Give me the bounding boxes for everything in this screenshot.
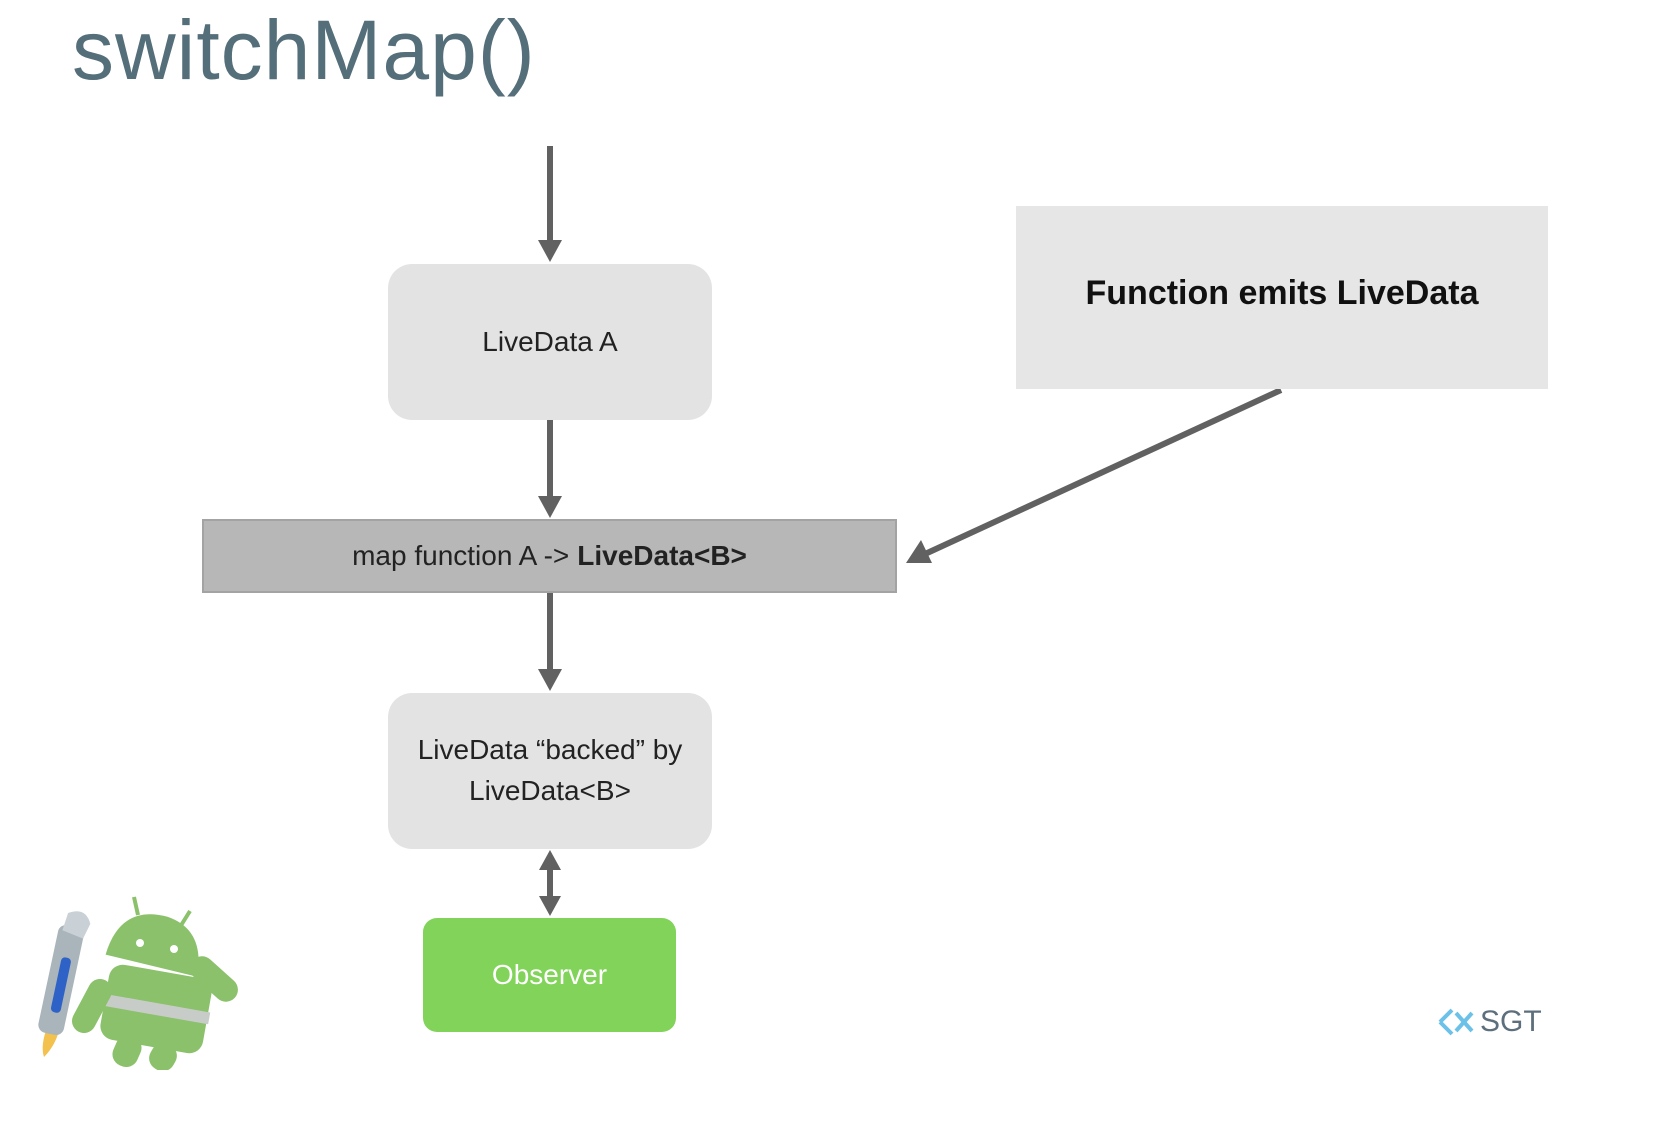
backed-livedata-node: LiveData “backed” by LiveData<B> (388, 693, 712, 849)
map-function-result: LiveData<B> (577, 540, 747, 571)
livedata-a-node: LiveData A (388, 264, 712, 420)
backed-livedata-line1: LiveData “backed” by (417, 734, 683, 766)
android-jetpack-mascot-icon (38, 896, 238, 1070)
arrow-into-livedata-a (538, 146, 562, 262)
bidirectional-arrow-observer (539, 850, 561, 916)
callout-text: Function emits LiveData (1085, 274, 1479, 312)
observer-label: Observer (491, 959, 608, 990)
observer-node: Observer (423, 918, 676, 1032)
sgt-logo: SGT (1438, 998, 1542, 1046)
livedata-a-label: LiveData A (482, 325, 618, 357)
slide-title: switchMap() (72, 3, 536, 97)
function-emits-callout: Function emits LiveData (1016, 206, 1548, 389)
sgt-logo-text: SGT (1480, 1005, 1542, 1038)
map-function-label: map function A -> (352, 540, 570, 571)
map-function-node: map function A -> LiveData<B> (202, 519, 897, 593)
arrow-livedata-a-to-map (538, 420, 562, 518)
arrow-callout-to-map (906, 387, 1283, 563)
backed-livedata-line2: LiveData<B> (469, 775, 631, 806)
sgt-logo-icon (1438, 1008, 1474, 1036)
arrow-map-to-backed (538, 593, 562, 691)
